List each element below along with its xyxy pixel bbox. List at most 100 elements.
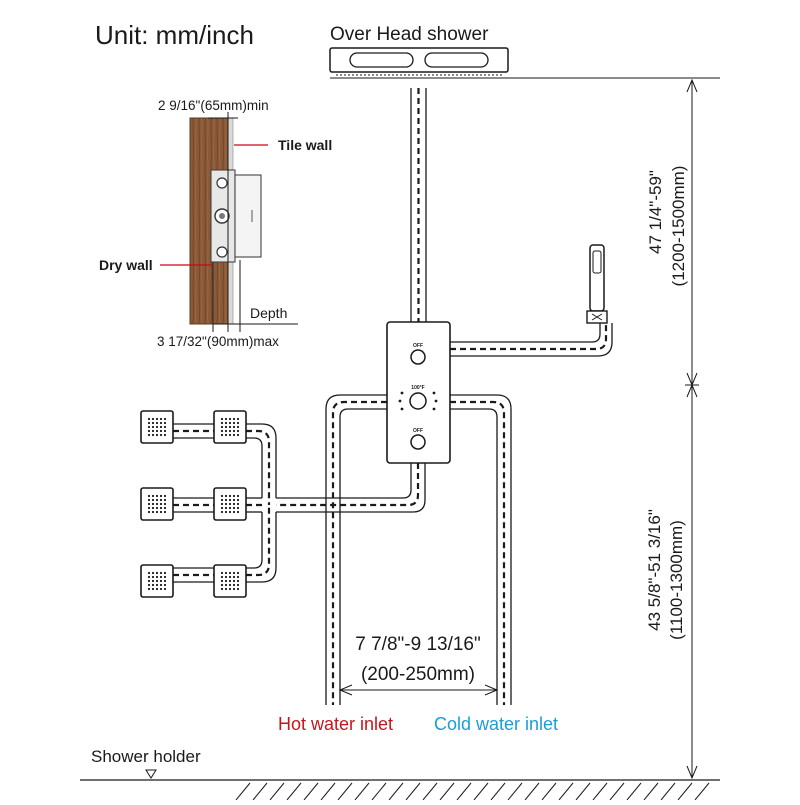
jet-nozzle: [159, 587, 163, 591]
jet-nozzle: [155, 421, 159, 425]
jet-nozzle: [220, 502, 224, 506]
jet-nozzle: [155, 433, 159, 437]
valve-top-label: OFF: [413, 343, 423, 349]
floor-marker-icon: [145, 769, 157, 779]
jet-nozzle: [224, 571, 228, 575]
jet-nozzle: [147, 429, 151, 433]
jet-nozzle: [147, 417, 151, 421]
jet-nozzle: [155, 571, 159, 575]
floor-hatch-stroke: [694, 782, 710, 801]
floor-hatch-stroke: [388, 782, 404, 801]
floor-hatch-stroke: [269, 782, 285, 801]
jet-nozzle: [236, 571, 240, 575]
jet-nozzle: [232, 417, 236, 421]
jet-nozzle: [236, 498, 240, 502]
jet-nozzle: [163, 498, 167, 502]
jet-nozzle: [220, 575, 224, 579]
jet-nozzle: [236, 433, 240, 437]
jet-nozzle: [232, 425, 236, 429]
jet-nozzle: [163, 587, 167, 591]
floor-hatch-stroke: [286, 782, 302, 801]
jet-nozzle: [155, 579, 159, 583]
jet-nozzle: [236, 575, 240, 579]
upper-height-mm: (1200-1500mm): [669, 166, 688, 287]
cold-inlet-label: Cold water inlet: [434, 714, 558, 734]
tile-wall-label: Tile wall: [278, 137, 332, 153]
jet-nozzle: [151, 429, 155, 433]
jet-nozzle: [159, 583, 163, 587]
valve-bottom-label: OFF: [413, 428, 423, 434]
jet-nozzle: [151, 510, 155, 514]
jet-nozzle: [147, 510, 151, 514]
jet-nozzle: [236, 506, 240, 510]
jet-nozzle: [228, 417, 232, 421]
floor-hatch-stroke: [337, 782, 353, 801]
inlet-spacing-dimension: [338, 684, 499, 696]
jet-nozzle: [155, 417, 159, 421]
jet-nozzle: [159, 579, 163, 583]
jet-nozzle: [163, 510, 167, 514]
jet-nozzle: [228, 506, 232, 510]
jet-nozzle: [159, 417, 163, 421]
jet-nozzle: [151, 425, 155, 429]
jet-nozzle: [228, 587, 232, 591]
overhead-shower-icon: [329, 47, 509, 76]
jet-nozzle: [151, 506, 155, 510]
jet-nozzle: [151, 498, 155, 502]
jet-nozzle: [147, 571, 151, 575]
jet-nozzle: [232, 429, 236, 433]
jet-nozzle: [232, 506, 236, 510]
jet-nozzle: [163, 417, 167, 421]
jet-nozzle: [232, 571, 236, 575]
jet-nozzle: [228, 502, 232, 506]
floor-hatch-stroke: [320, 782, 336, 801]
jet-nozzle: [220, 433, 224, 437]
inlet-spacing-mm: (200-250mm): [361, 664, 475, 685]
jet-nozzle: [155, 425, 159, 429]
shower-holder-label: Shower holder: [91, 747, 201, 766]
jet-nozzle: [151, 494, 155, 498]
cold-inlet-pipe: [450, 394, 512, 705]
jet-nozzle: [224, 494, 228, 498]
floor-hatch-stroke: [405, 782, 421, 801]
jet-nozzle: [228, 425, 232, 429]
jet-nozzle: [155, 583, 159, 587]
body-jet-nozzles: [147, 417, 240, 591]
jet-nozzle: [224, 417, 228, 421]
jet-nozzle: [159, 494, 163, 498]
overhead-label: Over Head shower: [330, 24, 489, 45]
jet-nozzle: [236, 583, 240, 587]
jet-nozzle: [159, 429, 163, 433]
jet-nozzle: [220, 498, 224, 502]
jet-nozzle: [232, 587, 236, 591]
jet-nozzle: [163, 571, 167, 575]
jet-nozzle: [155, 502, 159, 506]
jet-nozzle: [232, 579, 236, 583]
jet-nozzle: [220, 587, 224, 591]
jet-nozzle: [147, 575, 151, 579]
floor-hatch-stroke: [490, 782, 506, 801]
jet-nozzle: [224, 421, 228, 425]
floor-hatch-stroke: [473, 782, 489, 801]
jet-nozzle: [147, 425, 151, 429]
jet-nozzle: [155, 575, 159, 579]
jet-nozzle: [147, 506, 151, 510]
body-jet-supply-pipe: [276, 463, 426, 513]
jet-nozzle: [220, 421, 224, 425]
jet-nozzle: [147, 498, 151, 502]
valve-body-icon: [210, 169, 262, 263]
jet-nozzle: [159, 425, 163, 429]
max-depth-label: 3 17/32"(90mm)max: [157, 334, 279, 349]
floor-hatch-stroke: [524, 782, 540, 801]
jet-nozzle: [147, 583, 151, 587]
jet-nozzle: [151, 433, 155, 437]
floor-hatch-stroke: [558, 782, 574, 801]
jet-nozzle: [236, 502, 240, 506]
jet-nozzle: [224, 425, 228, 429]
jet-nozzle: [228, 498, 232, 502]
lower-height-label: 43 5/8"-51 3/16": [645, 509, 664, 631]
jet-nozzle: [220, 583, 224, 587]
hand-shower-pipe: [450, 323, 613, 357]
jet-nozzle: [147, 421, 151, 425]
jet-nozzle: [220, 571, 224, 575]
